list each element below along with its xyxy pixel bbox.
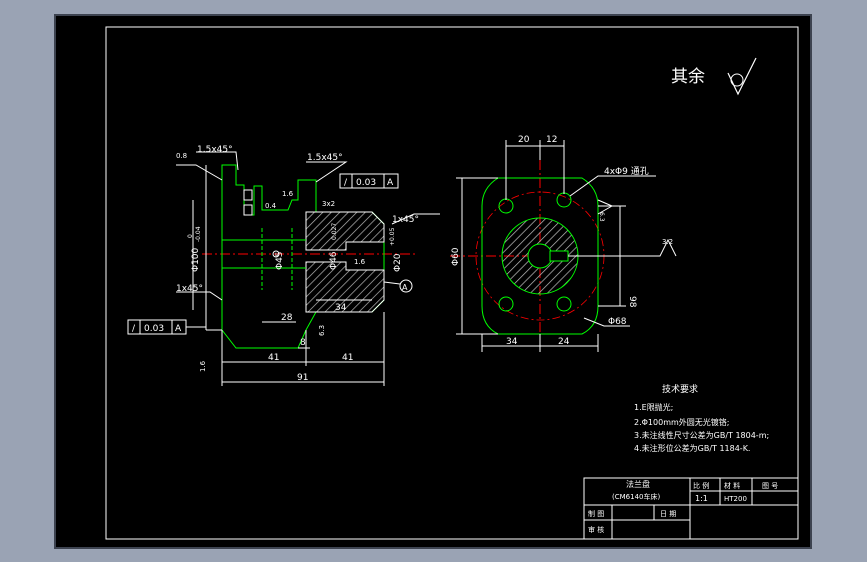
svg-text:A: A xyxy=(387,178,394,188)
roughness-note-text: 其余 xyxy=(671,67,705,87)
left-small-hole xyxy=(272,250,280,258)
svg-text:0.03: 0.03 xyxy=(144,324,164,334)
tolerance-frame-bottom: / 0.03 A xyxy=(127,319,206,335)
dim-phi68: Φ68 xyxy=(608,317,627,327)
roughness-val-5: 1.6 xyxy=(199,360,207,372)
dim-28: 28 xyxy=(281,313,293,323)
roughness-val-right-2: 3.2 xyxy=(662,238,673,246)
dia-phi45: Φ45 xyxy=(275,251,285,270)
svg-text:/: / xyxy=(132,324,136,334)
tech-title: 技术要求 xyxy=(662,383,698,395)
part-name: 法兰盘 xyxy=(626,479,650,489)
dim-91: 91 xyxy=(297,373,308,383)
tolerance-frame-top: / 0.03 A xyxy=(339,173,399,189)
tech-item-3: 3.未注线性尺寸公差为GB/T 1804-m; xyxy=(634,430,769,440)
chamfer-label-1: 1.5x45° xyxy=(197,145,233,155)
dim-phi60: Φ60 xyxy=(451,247,461,266)
dia-phi20: Φ20 xyxy=(393,253,403,272)
svg-text:0.03: 0.03 xyxy=(356,178,376,188)
datum-marker xyxy=(399,279,413,293)
dia-tol-3: 0.027 xyxy=(331,223,338,240)
hdr-drawing-no: 图 号 xyxy=(762,482,778,490)
roughness-val-1: 0.8 xyxy=(176,152,187,160)
checked-label: 审 核 xyxy=(588,525,604,534)
right-flange-outline xyxy=(481,177,599,335)
title-block: 法兰盘 (CM6140车床) 比 例 材 料 图 号 1:1 HT200 制 图… xyxy=(583,477,799,540)
part-sub: (CM6140车床) xyxy=(612,492,660,501)
dia-phi100: Φ100 xyxy=(191,247,201,272)
sheet-outer-frame xyxy=(54,14,812,549)
right-end-view: 20 12 Φ60 98 34 24 4xΦ9 通孔 Φ68 3.2 6.3 xyxy=(450,135,677,352)
dia-tol-1: 0 xyxy=(187,234,194,238)
hole-note: 4xΦ9 通孔 xyxy=(604,166,649,177)
roughness-val-4: 1.6 xyxy=(354,258,366,266)
dim-41a: 41 xyxy=(268,353,279,363)
dim-20: 20 xyxy=(518,135,530,145)
dim-12: 12 xyxy=(546,135,557,145)
dim-41b: 41 xyxy=(342,353,353,363)
roughness-val-2: 0.4 xyxy=(265,202,277,210)
right-bore xyxy=(527,243,553,269)
tech-requirements: 技术要求 1.E限抛光; 2.Φ100mm外圆无光镀铬; 3.未注线性尺寸公差为… xyxy=(634,383,769,453)
hdr-material: 材 料 xyxy=(724,481,740,490)
tech-item-4: 4.未注形位公差为GB/T 1184-K. xyxy=(634,443,750,453)
bolt-hole-3 xyxy=(498,296,514,312)
date-label: 日 期 xyxy=(660,510,676,518)
dim-24-right: 24 xyxy=(558,337,570,347)
dia-tol-2: -0.04 xyxy=(195,226,202,242)
tech-item-2: 2.Φ100mm外圆无光镀铬; xyxy=(634,417,729,427)
material-value: HT200 xyxy=(724,495,747,503)
dia-tol-4: +0.05 xyxy=(389,227,396,246)
sheet-inner-frame xyxy=(105,26,799,540)
tech-item-1: 1.E限抛光; xyxy=(634,402,673,412)
chamfer-label-4: 1x45° xyxy=(176,284,203,294)
dim-34: 34 xyxy=(335,303,347,313)
dim-98: 98 xyxy=(627,296,637,308)
roughness-val-6: 6.3 xyxy=(318,325,326,336)
datum-label: A xyxy=(402,283,408,292)
roughness-circle-icon xyxy=(730,73,744,87)
svg-text:A: A xyxy=(175,324,182,334)
chamfer-label-2: 1.5x45° xyxy=(307,153,343,163)
svg-text:/: / xyxy=(344,178,348,188)
hdr-scale: 比 例 xyxy=(693,481,709,490)
bolt-hole-4 xyxy=(556,296,572,312)
dim-3x2: 3x2 xyxy=(322,200,335,208)
dim-34-right: 34 xyxy=(506,337,518,347)
left-section-view: 1.5x45° 1.5x45° 1x45° 1x45° 0.8 0.4 1.6 … xyxy=(127,145,440,386)
roughness-val-3: 1.6 xyxy=(282,190,294,198)
dia-phi46: Φ46 xyxy=(329,251,339,270)
dim-8: 8 xyxy=(300,338,306,348)
roughness-val-right-1: 6.3 xyxy=(598,212,605,222)
general-roughness-note: 其余 xyxy=(671,57,757,96)
left-hub-hatch-top xyxy=(305,211,385,251)
drawn-label: 制 图 xyxy=(588,509,604,518)
scale-value: 1:1 xyxy=(695,494,708,503)
chamfer-label-3: 1x45° xyxy=(392,215,419,225)
